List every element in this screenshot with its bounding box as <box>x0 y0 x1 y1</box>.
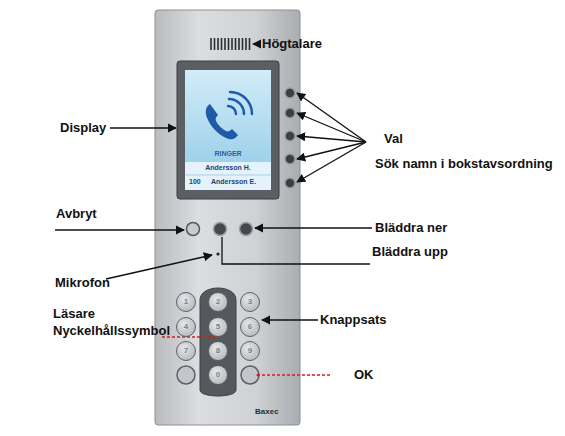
red-leader-lines <box>162 337 330 375</box>
key-number: 6 <box>248 323 252 331</box>
screen-divider <box>185 175 271 176</box>
part-label: OK <box>354 367 374 382</box>
leader-lines <box>55 44 372 320</box>
screen-number: 100 <box>189 178 201 185</box>
screen-name: Andersson H. <box>185 164 271 171</box>
key-number: 4 <box>184 323 188 331</box>
key-number: 2 <box>216 298 220 306</box>
screen-band <box>185 162 271 190</box>
keypad-key: 7 <box>176 341 196 361</box>
key-number: 5 <box>216 323 220 331</box>
brand-name: Baxec <box>255 407 279 416</box>
part-label: Bläddra upp <box>372 244 448 259</box>
key-number: 1 <box>184 298 188 306</box>
red-dot <box>257 374 260 377</box>
part-label: Nyckelhållssymbol <box>53 323 170 338</box>
part-label: Högtalare <box>262 36 322 51</box>
part-label: Val <box>384 131 403 146</box>
keypad-key: 1 <box>176 292 196 312</box>
keypad-key <box>241 366 259 384</box>
key-number: 8 <box>216 347 220 355</box>
part-label: Avbryt <box>56 206 97 221</box>
keypad-key: 8 <box>208 341 228 361</box>
part-label: Bläddra ner <box>375 220 447 235</box>
key-number: 3 <box>248 298 252 306</box>
part-label: Läsare <box>53 306 95 321</box>
keypad-key: 5 <box>208 317 228 337</box>
part-label: Knappsats <box>320 312 386 327</box>
key-number: 0 <box>216 371 220 379</box>
select-buttons <box>285 88 295 188</box>
key-number: 7 <box>184 347 188 355</box>
screen-status: RINGER <box>185 150 271 157</box>
part-label: Display <box>60 120 106 135</box>
scroll-button <box>214 223 227 236</box>
scroll-button <box>240 223 253 236</box>
screen-name: Andersson E. <box>211 178 256 185</box>
keypad-key: 6 <box>240 317 260 337</box>
keypad-key <box>177 366 195 384</box>
microphone-hole <box>216 252 219 255</box>
keypad-key: 3 <box>240 292 260 312</box>
keypad-reader <box>200 288 236 396</box>
panel-body <box>155 10 300 425</box>
display-screen: RINGER Andersson H. 100 Andersson E. <box>185 70 271 190</box>
intercom-panel: Baxec RINGER Andersson H. 100 Andersson E. 1 2… <box>155 10 300 425</box>
cancel-button <box>187 223 200 236</box>
keypad-key: 2 <box>208 292 228 312</box>
keypad-key: 9 <box>240 341 260 361</box>
speaker-grille <box>211 38 250 50</box>
screen-glass <box>185 70 271 190</box>
part-label: Sök namn i bokstavsordning <box>375 156 553 171</box>
key-number: 9 <box>248 347 252 355</box>
keypad-key: 4 <box>176 317 196 337</box>
phone-icon <box>206 92 252 139</box>
part-label: Mikrofon <box>55 275 110 290</box>
display-frame <box>177 61 279 199</box>
keypad-key: 0 <box>208 365 228 385</box>
